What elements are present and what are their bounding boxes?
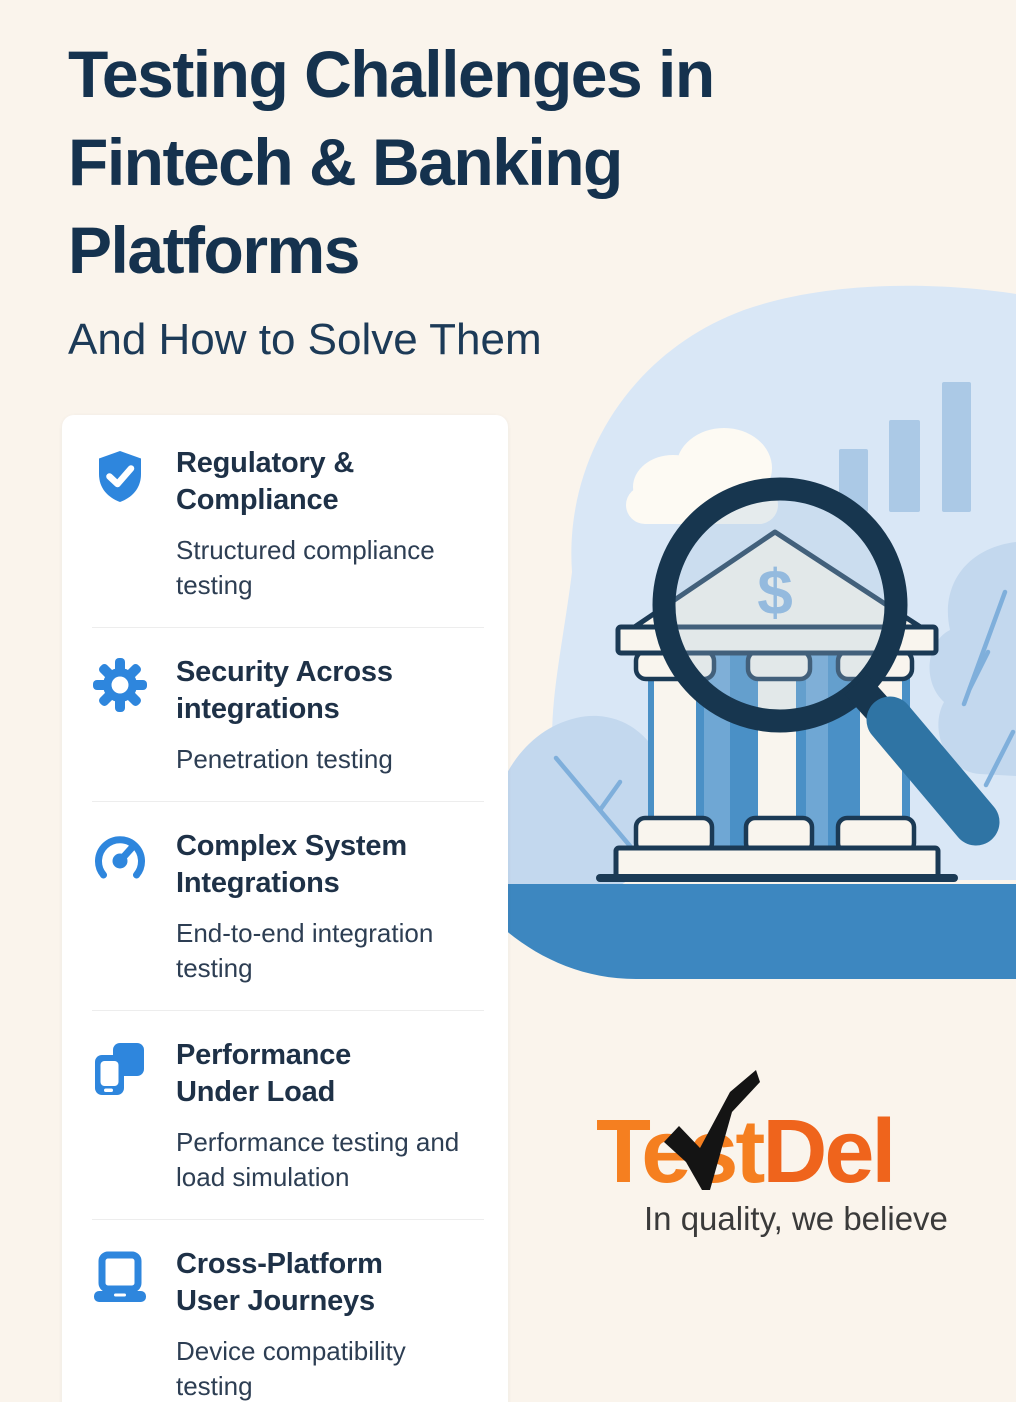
header: Testing Challenges in Fintech & Banking … <box>68 30 715 366</box>
bank-stylobate <box>613 845 941 881</box>
right-bush-branches <box>961 589 1016 788</box>
page-subtitle: And How to Solve Them <box>68 315 542 364</box>
bank-cornice <box>615 624 939 656</box>
item-title: Cross-Platform User Journeys <box>176 1248 383 1317</box>
shield-check-icon <box>92 445 150 603</box>
list-item: Cross-Platform User Journeys Device comp… <box>92 1219 484 1402</box>
bar-tall <box>942 382 971 512</box>
bank-columns <box>654 658 902 828</box>
devices-icon <box>92 1037 150 1195</box>
title-line-1: Testing Challenges in <box>68 37 715 111</box>
title-line-3: Platforms <box>68 213 360 287</box>
testdel-logo: TestDel In quality, we believe <box>596 1070 996 1238</box>
item-solution: Device compatibility testing <box>176 1336 406 1401</box>
list-item: Security Across integrations Penetration… <box>92 627 484 801</box>
bank-inspection-illustration: $ <box>463 285 1016 979</box>
laptop-icon <box>92 1246 150 1402</box>
bar-medium <box>889 420 920 512</box>
magnifier-lens-tint <box>674 499 886 711</box>
page-title: Testing Challenges in Fintech & Banking … <box>68 30 715 294</box>
item-title: Complex System Integrations <box>176 830 407 899</box>
bank-baseline <box>596 874 958 882</box>
item-title: Regulatory & Compliance <box>176 447 355 516</box>
item-solution: Penetration testing <box>176 744 393 774</box>
ground <box>463 884 1016 979</box>
logo-tagline: In quality, we believe <box>644 1200 948 1237</box>
list-item: Complex System Integrations End-to-end i… <box>92 801 484 1010</box>
brand-wordmark: TestDel <box>596 1070 996 1202</box>
item-solution: Performance testing and load simulation <box>176 1127 460 1192</box>
left-bush-branch <box>553 755 633 849</box>
bank-column-bases <box>633 815 917 855</box>
list-item: Regulatory & Compliance Structured compl… <box>92 419 484 627</box>
right-bush <box>929 542 1016 776</box>
gauge-icon <box>92 828 150 986</box>
item-solution: Structured compliance testing <box>176 535 435 600</box>
bar-chart <box>839 382 971 512</box>
item-title: Security Across integrations <box>176 656 393 725</box>
logo-checkmark-icon <box>664 1070 760 1190</box>
challenges-card: Regulatory & Compliance Structured compl… <box>62 415 508 1402</box>
magnifier-ring <box>652 477 908 733</box>
dollar-sign: $ <box>757 556 793 628</box>
item-title: Performance Under Load <box>176 1039 352 1108</box>
title-line-2: Fintech & Banking <box>68 125 623 199</box>
list-item: Performance Under Load Performance testi… <box>92 1010 484 1219</box>
brand-del: Del <box>762 1102 896 1202</box>
item-solution: End-to-end integration testing <box>176 918 434 983</box>
gear-icon <box>92 654 150 777</box>
magnifier-handle <box>866 696 1000 846</box>
